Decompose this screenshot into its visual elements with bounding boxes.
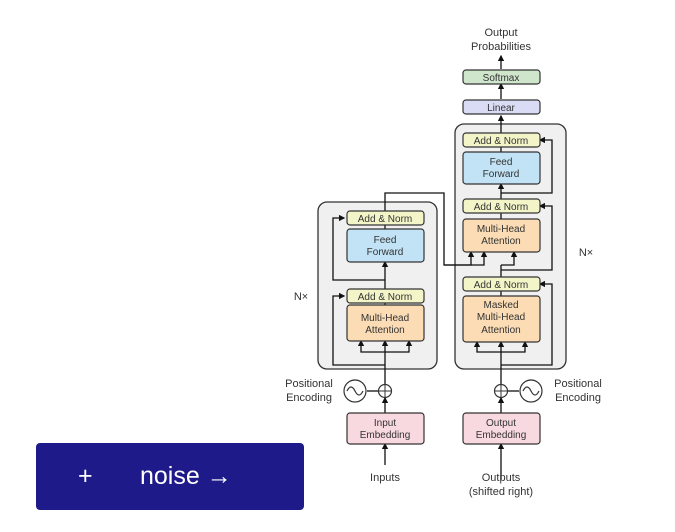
- decoder-ff-line2: Forward: [483, 169, 520, 180]
- plus-icon: +: [78, 462, 93, 490]
- input-embedding-line1: Input: [374, 418, 396, 429]
- input-embedding-line2: Embedding: [360, 430, 411, 441]
- decoder-masked-attention: [462, 295, 541, 343]
- encoder-add-norm-bottom-label: Add & Norm: [358, 292, 412, 303]
- encoder-ff-line1: Feed: [374, 235, 397, 246]
- decoder-feed-forward: [462, 151, 541, 185]
- encoder-pos-enc-line2: Encoding: [286, 392, 332, 404]
- softmax-block: [462, 69, 541, 85]
- noise-button[interactable]: + noise →: [36, 443, 304, 510]
- output-probabilities-line2: Probabilities: [471, 41, 531, 53]
- decoder-add-norm-middle-label: Add & Norm: [474, 202, 528, 213]
- encoder-ff-line2: Forward: [367, 247, 404, 258]
- encoder-n-label: N×: [294, 291, 308, 303]
- decoder-masked-line2: Multi-Head: [477, 312, 525, 323]
- decoder-add-norm-middle: [462, 198, 541, 214]
- encoder-mha-line2: Attention: [365, 325, 404, 336]
- input-embedding: [346, 412, 425, 445]
- outputs-shifted-label: (shifted right): [469, 486, 533, 498]
- encoder-add-norm-bottom: [346, 288, 425, 304]
- output-embedding-line1: Output: [486, 418, 516, 429]
- inputs-label: Inputs: [370, 472, 400, 484]
- decoder-pos-enc-line2: Encoding: [555, 392, 601, 404]
- output-embedding: [462, 412, 541, 445]
- encoder-multi-head-attention: [346, 304, 425, 342]
- decoder-add-norm-bottom-label: Add & Norm: [474, 280, 528, 291]
- decoder-mha-line2: Attention: [481, 236, 520, 247]
- encoder-add-norm-top-label: Add & Norm: [358, 214, 412, 225]
- decoder-pos-enc-line1: Positional: [554, 378, 602, 390]
- encoder-stack: [317, 201, 438, 370]
- encoder-pos-enc-line1: Positional: [285, 378, 333, 390]
- output-probabilities-line1: Output: [484, 27, 517, 39]
- encoder-feed-forward: [346, 228, 425, 263]
- noise-button-label: noise →: [140, 462, 232, 490]
- softmax-label: Softmax: [483, 73, 520, 84]
- encoder-mha-line1: Multi-Head: [361, 313, 409, 324]
- outputs-label: Outputs: [482, 472, 521, 484]
- decoder-ff-line1: Feed: [490, 157, 513, 168]
- decoder-add-norm-top-label: Add & Norm: [474, 136, 528, 147]
- linear-block: [462, 99, 541, 115]
- linear-label: Linear: [487, 103, 515, 114]
- decoder-add-norm-top: [462, 132, 541, 148]
- decoder-masked-line1: Masked: [483, 300, 518, 311]
- decoder-n-label: N×: [579, 247, 593, 259]
- encoder-add-norm-top: [346, 210, 425, 226]
- encoder-add-circle-icon: [377, 383, 393, 399]
- decoder-multi-head-attention: [462, 218, 541, 253]
- decoder-add-norm-bottom: [462, 276, 541, 292]
- decoder-mha-line1: Multi-Head: [477, 224, 525, 235]
- output-embedding-line2: Embedding: [476, 430, 527, 441]
- decoder-masked-line3: Attention: [481, 325, 520, 336]
- decoder-add-circle-icon: [493, 383, 509, 399]
